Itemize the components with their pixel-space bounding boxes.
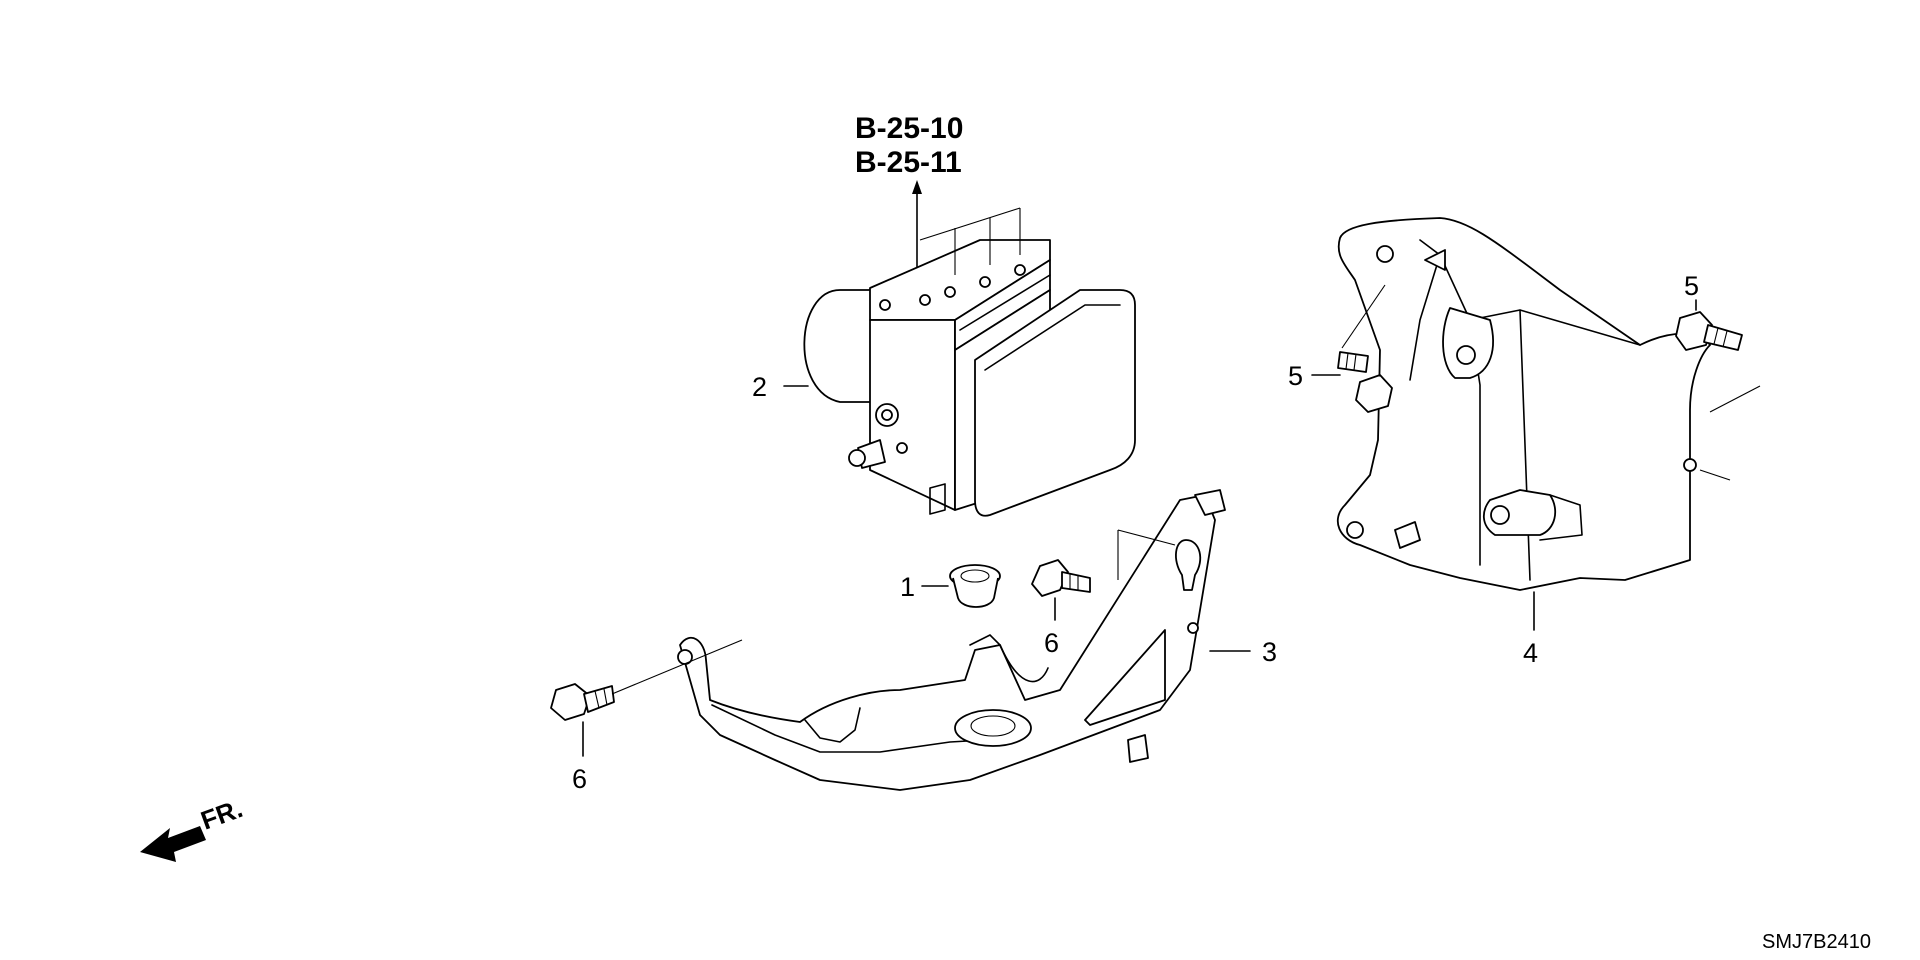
- callout-3[interactable]: 3: [1262, 637, 1277, 667]
- modulator-cover[interactable]: [1336, 217, 1711, 591]
- reference-b-25-10[interactable]: B-25-10: [855, 112, 963, 145]
- callout-1[interactable]: 1: [900, 572, 915, 602]
- callout-6-center[interactable]: 6: [1044, 628, 1059, 658]
- modulator-bracket[interactable]: [677, 489, 1226, 791]
- front-direction-indicator: FR.: [140, 793, 246, 862]
- guide-line-cover-hole: [1699, 469, 1731, 481]
- guide-line-left-bolt: [611, 639, 743, 695]
- flange-bolt-center[interactable]: [1031, 559, 1091, 597]
- callout-4[interactable]: 4: [1523, 638, 1538, 668]
- guide-line-bolt-5-right: [1709, 385, 1761, 413]
- callout-6-left[interactable]: 6: [572, 764, 587, 794]
- abs-modulator-unit[interactable]: [803, 207, 1136, 517]
- flange-bolt-left[interactable]: [550, 683, 615, 721]
- guide-line-bolt-5-left: [1341, 284, 1386, 349]
- cover-bolt-right[interactable]: [1675, 311, 1743, 351]
- reference-b-25-11[interactable]: B-25-11: [855, 146, 962, 179]
- arrow-left-down-icon: [140, 826, 206, 862]
- callout-5-left[interactable]: 5: [1288, 361, 1303, 391]
- grommet[interactable]: [949, 564, 1001, 608]
- cover-bolt-left[interactable]: [1337, 351, 1393, 413]
- callout-5-right[interactable]: 5: [1684, 271, 1699, 301]
- direction-label: FR.: [197, 793, 247, 836]
- callout-2[interactable]: 2: [752, 372, 767, 402]
- diagram-code: SMJ7B2410: [1762, 931, 1871, 953]
